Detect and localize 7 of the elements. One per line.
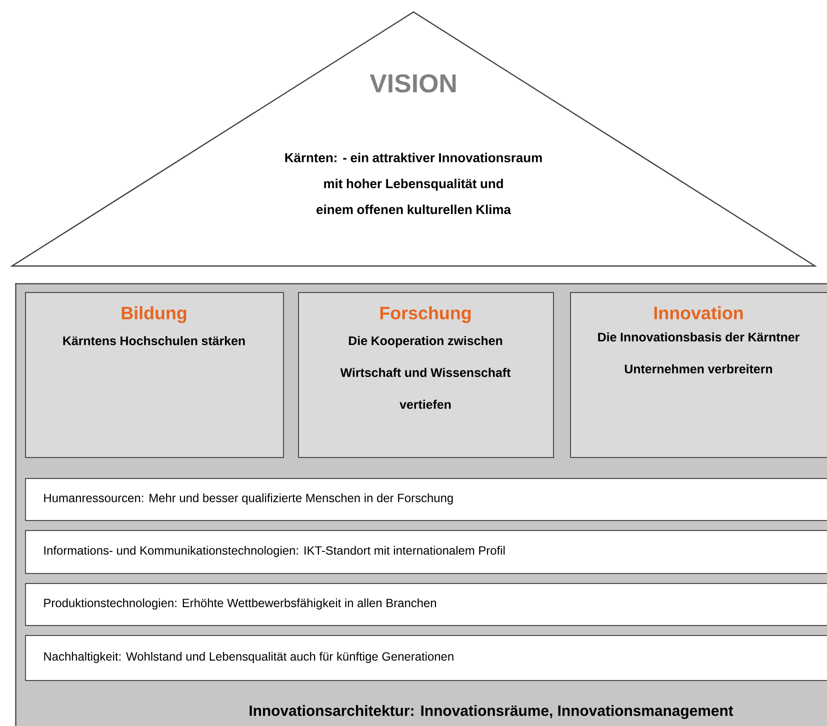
pillar-box: Innovation Die Innovationsbasis der Kärntner Unternehmen verbreitern xyxy=(570,292,827,458)
pillar-bar: Humanressourcen: Mehr und besser qualifizierte Menschen in der Forschung xyxy=(25,478,827,521)
pillar-box: Forschung Die Kooperation zwischen Wirtschaft und Wissenschaft vertiefen xyxy=(298,292,554,458)
pillar-box: Bildung Kärntens Hochschulen stärken xyxy=(25,292,284,458)
pillar-bar: Nachhaltigkeit: Wohlstand und Lebensqualität auch für künftige Generationen xyxy=(25,635,827,681)
pillar-bar: Informations- und Kommunikationstechnologien: IKT-Standort mit internationalem Profil xyxy=(25,530,827,574)
pillar-bar: Produktionstechnologien: Erhöhte Wettbewerbsfähigkeit in allen Branchen xyxy=(25,583,827,626)
